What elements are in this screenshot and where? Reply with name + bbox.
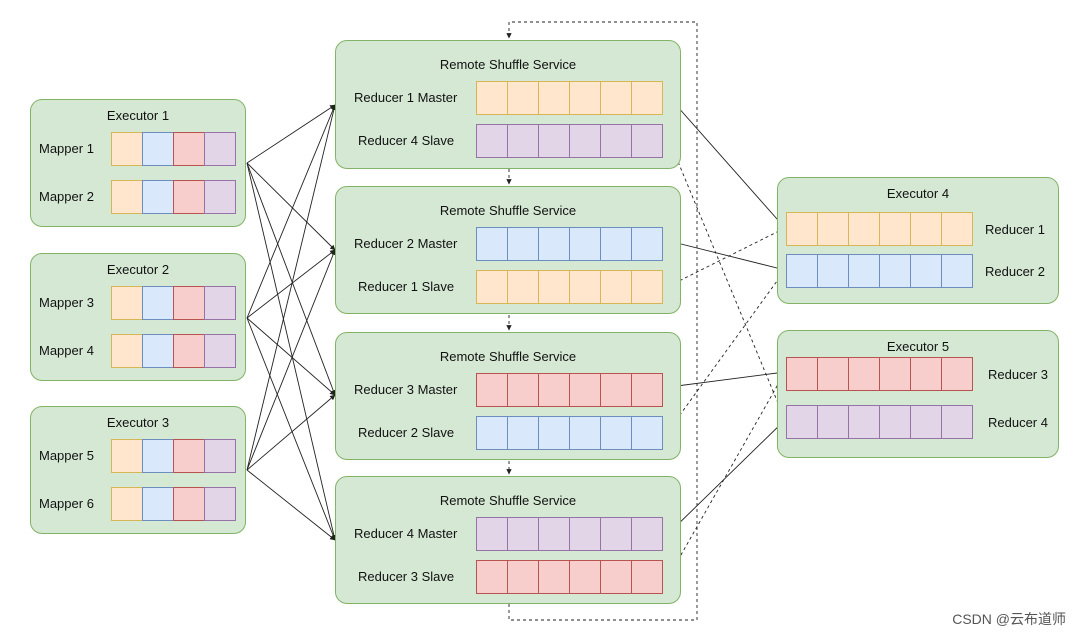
service-title: Remote Shuffle Service [439,493,577,508]
remote-shuffle-service-4: Remote Shuffle Service Reducer 4 Master … [335,476,681,604]
reducer-label: Reducer 1 [985,222,1045,237]
slave-to-reducer-arrow [668,139,786,421]
slave-cells [476,416,663,450]
reducer-label: Reducer 3 [988,367,1048,382]
service-title: Remote Shuffle Service [439,203,577,218]
master-label: Reducer 3 Master [354,382,458,397]
mapper-to-shuffle-arrow [246,162,336,396]
mapper-label: Mapper 1 [39,141,94,156]
slave-label: Reducer 4 Slave [358,133,455,148]
reducer-cells [786,212,973,246]
remote-shuffle-service-1: Remote Shuffle Service Reducer 1 Master … [335,40,681,169]
master-label: Reducer 1 Master [354,90,458,105]
mapper-to-shuffle-arrow [246,317,336,541]
master-label: Reducer 4 Master [354,526,458,541]
partition-cells [111,180,236,214]
mapper-to-shuffle-arrow [246,162,336,251]
executor-4: Executor 4 Reducer 1 Reducer 2 [777,177,1059,304]
slave-cells [476,270,663,304]
mapper-label: Mapper 2 [39,189,94,204]
reducer-cells [786,405,973,439]
master-to-reducer-arrow [668,240,786,272]
mapper-to-shuffle-arrow [246,249,336,319]
mapper-label: Mapper 3 [39,295,94,310]
master-to-reducer-arrow [668,419,786,534]
reducer-cells [786,357,973,391]
watermark: CSDN @云布道师 [952,611,1066,627]
slave-to-reducer-arrow [668,371,786,577]
mapper-to-shuffle-arrow [246,162,337,541]
slave-to-reducer-arrow [668,227,786,287]
slave-label: Reducer 2 Slave [358,425,455,440]
mapper-to-shuffle-arrow [246,104,337,471]
master-label: Reducer 2 Master [354,236,458,251]
reducer-label: Reducer 4 [988,415,1048,430]
executor-title: Executor 3 [106,415,170,430]
partition-cells [111,132,236,166]
executor-3: Executor 3 Mapper 5 Mapper 6 [30,406,246,534]
master-cells [476,81,663,115]
mapper-to-shuffle-arrow [246,469,336,541]
reducer-label: Reducer 2 [985,264,1045,279]
mapper-to-shuffle-arrow [246,394,336,471]
service-ring-line [506,21,698,621]
service-title: Remote Shuffle Service [439,57,577,72]
mapper-to-shuffle-arrow [246,317,336,396]
slave-label: Reducer 3 Slave [358,569,455,584]
executor-title: Executor 1 [106,108,170,123]
master-cells [476,517,663,551]
reducer-cells [786,254,973,288]
partition-cells [111,286,236,320]
slave-cells [476,124,663,158]
mapper-to-shuffle-arrow [246,104,336,164]
mapper-label: Mapper 5 [39,448,94,463]
master-cells [476,227,663,261]
slave-to-reducer-arrow [668,269,786,431]
mapper-to-shuffle-arrow [246,104,336,319]
master-to-reducer-arrow [668,96,786,229]
remote-shuffle-service-3: Remote Shuffle Service Reducer 3 Master … [335,332,681,460]
mapper-label: Mapper 6 [39,496,94,511]
partition-cells [111,439,236,473]
service-title: Remote Shuffle Service [439,349,577,364]
master-to-reducer-arrow [668,369,786,388]
slave-label: Reducer 1 Slave [358,279,455,294]
slave-cells [476,560,663,594]
executor-title: Executor 2 [106,262,170,277]
executor-1: Executor 1 Mapper 1 Mapper 2 [30,99,246,227]
partition-cells [111,487,236,521]
mapper-label: Mapper 4 [39,343,94,358]
executor-2: Executor 2 Mapper 3 Mapper 4 [30,253,246,381]
partition-cells [111,334,236,368]
executor-title: Executor 5 [886,339,950,354]
master-cells [476,373,663,407]
executor-title: Executor 4 [886,186,950,201]
mapper-to-shuffle-arrow [246,249,336,471]
executor-5: Executor 5 Reducer 3 Reducer 4 [777,330,1059,458]
remote-shuffle-service-2: Remote Shuffle Service Reducer 2 Master … [335,186,681,314]
